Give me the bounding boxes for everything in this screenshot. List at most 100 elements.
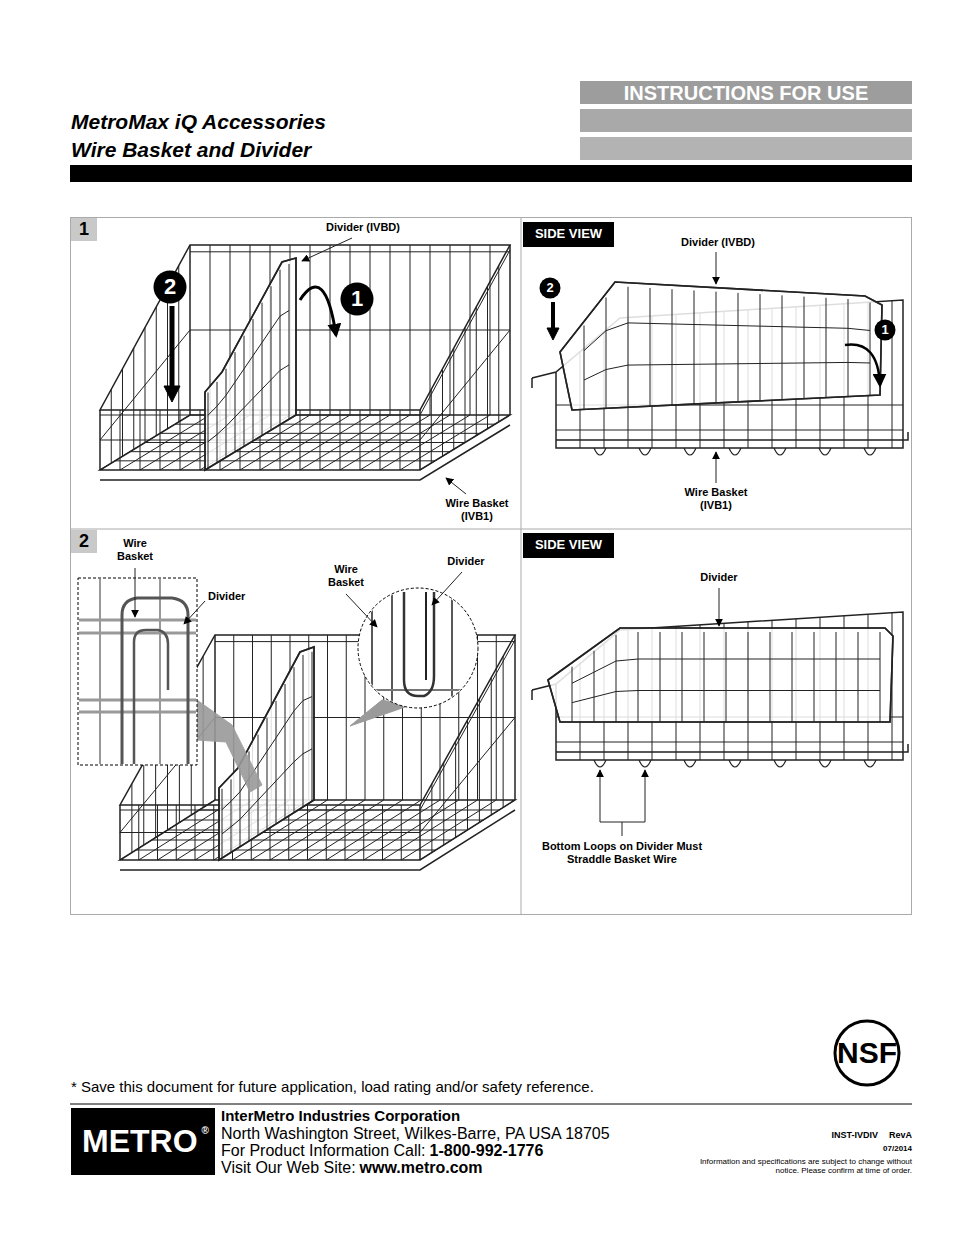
part-label: Wire Basket (IVB1) [674,486,758,511]
basket-wire [391,585,393,712]
instruction-note: Bottom Loops on Divider Must Straddle Ba… [540,840,705,865]
divider-outline [560,282,882,410]
divider-wire [226,369,227,458]
leader-line [135,568,136,617]
callout-circle [154,271,187,304]
leader-line [716,252,717,284]
basket-rim [100,250,510,415]
bottom-loop [864,448,876,455]
logo-box [71,1108,215,1175]
callout-circle [875,320,896,341]
leader-line [432,572,462,605]
part-label: Divider (IVBD) [658,236,778,249]
divider-wire [716,292,717,403]
wire [556,430,903,431]
divider-wire [267,718,268,830]
divider-wire [262,303,263,436]
divider-outline [548,628,893,722]
bottom-loop [639,760,651,767]
basket-lip [531,378,533,388]
divider-wire [814,632,815,722]
leader-line [184,601,205,624]
divider-wire [285,684,286,818]
view-tag-text: SIDE VIEW [535,227,602,241]
divider-wire [235,352,236,452]
bottom-loop [684,760,696,767]
part-label: Divider [679,571,759,584]
leader-line [302,238,352,261]
divider-outline [548,628,893,722]
divider-wire [572,691,880,703]
callout-number: 1 [874,319,896,341]
wire [556,742,903,743]
document-title: MetroMax iQ Accessories Wire Basket and … [71,108,376,164]
registered-mark: ® [202,1125,209,1137]
divider-wire [594,651,595,722]
divider-wire [271,286,272,430]
company-address: North Washington Street, Wilkes-Barre, P… [221,1125,610,1143]
divider-outline [205,258,296,470]
phone-number: 1-800-992-1776 [430,1142,544,1160]
divider-wire [782,295,783,399]
divider-wire [770,632,771,722]
divider-wire [584,325,585,409]
basket-rail [556,432,908,440]
basket-base [120,800,515,860]
divider-wire [638,632,639,722]
certification-circle [835,1021,899,1085]
divider-wire [672,289,673,405]
panel-frame [71,218,912,915]
divider-wire [650,288,651,406]
divider-wire [253,319,254,441]
divider-wire [704,632,705,722]
bottom-loop [594,760,606,767]
rotation-arrow [845,345,880,386]
header-band [580,109,912,132]
wire [190,251,510,252]
header-band-text: INSTRUCTIONS FOR USE [624,82,868,104]
callout-circle [341,283,374,316]
direction-arrow [170,306,175,386]
divider-wire [738,293,739,402]
header-band [580,137,912,160]
bottom-loop [594,448,606,455]
divider-wire [836,632,837,722]
basket-wire [79,711,196,714]
basket-outline [532,612,903,760]
basket-rim [100,245,510,410]
date: 07/2014 [883,1144,912,1153]
arrowhead [164,386,180,402]
basket-wire [451,585,453,712]
callout-number: 1 [340,282,374,316]
leader-line [645,770,646,822]
leader-line [719,588,720,626]
divider-outline [205,258,296,470]
divider-outline [560,282,882,410]
rotation-arrow [300,287,336,335]
callout-number-text: 2 [546,281,553,295]
basket-lip [531,690,533,700]
web-address: www.metro.com [360,1159,483,1177]
divider-wire [217,382,218,463]
header-band: INSTRUCTIONS FOR USE [580,81,912,104]
divider-hook [404,592,434,696]
wire [420,718,515,833]
step-number: 1 [71,218,97,241]
divider-wire [222,789,223,858]
divider-wire [208,392,209,468]
bottom-loop [729,448,741,455]
callout-number: 2 [539,277,561,299]
divider-wire [694,290,695,404]
divider-wire [312,652,313,802]
divider-wire [572,659,880,683]
leader-line [600,770,601,822]
certification-mark: NSF [835,1036,899,1071]
footnote: * Save this document for future applicat… [71,1078,594,1095]
company-name: InterMetro Industries Corporation [221,1107,460,1124]
bracket [622,822,623,836]
document-code: INST-IVDIV [831,1130,878,1140]
bottom-loop [864,760,876,767]
bottom-loop [774,448,786,455]
leader-line [446,478,466,494]
